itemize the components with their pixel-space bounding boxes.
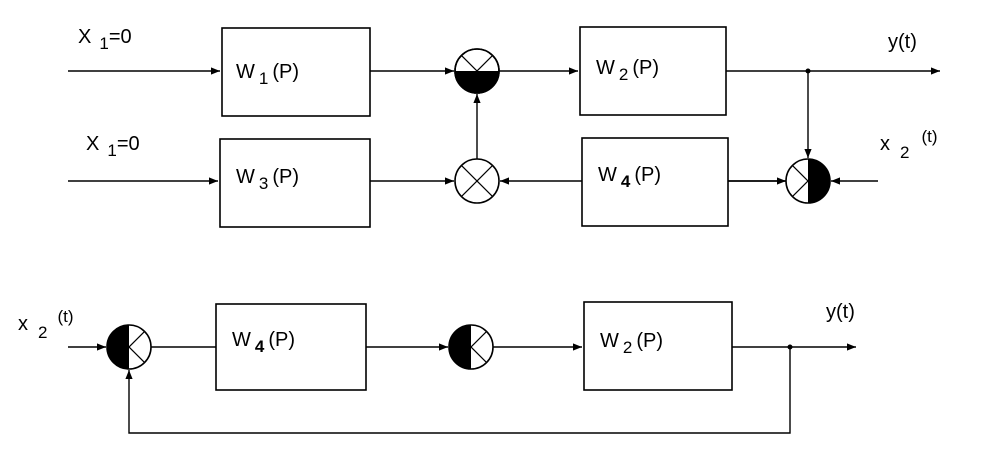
summing-junction-3: [785, 158, 831, 204]
block-w3: [219, 138, 371, 228]
block-w1: [221, 27, 371, 117]
summing-junction-5: [448, 324, 494, 370]
output-label-bottom: y(t): [826, 301, 855, 323]
block-w2: [579, 26, 727, 116]
summing-junction-4: [106, 324, 152, 370]
wire-feedback-loop: [125, 347, 791, 434]
summing-junction-2: [454, 158, 500, 204]
block-w4-bottom: [215, 303, 367, 391]
block-w4: [581, 137, 729, 227]
summing-junction-1: [454, 48, 500, 94]
block-w2-bottom: [583, 301, 733, 391]
output-label-top: y(t): [888, 31, 917, 53]
